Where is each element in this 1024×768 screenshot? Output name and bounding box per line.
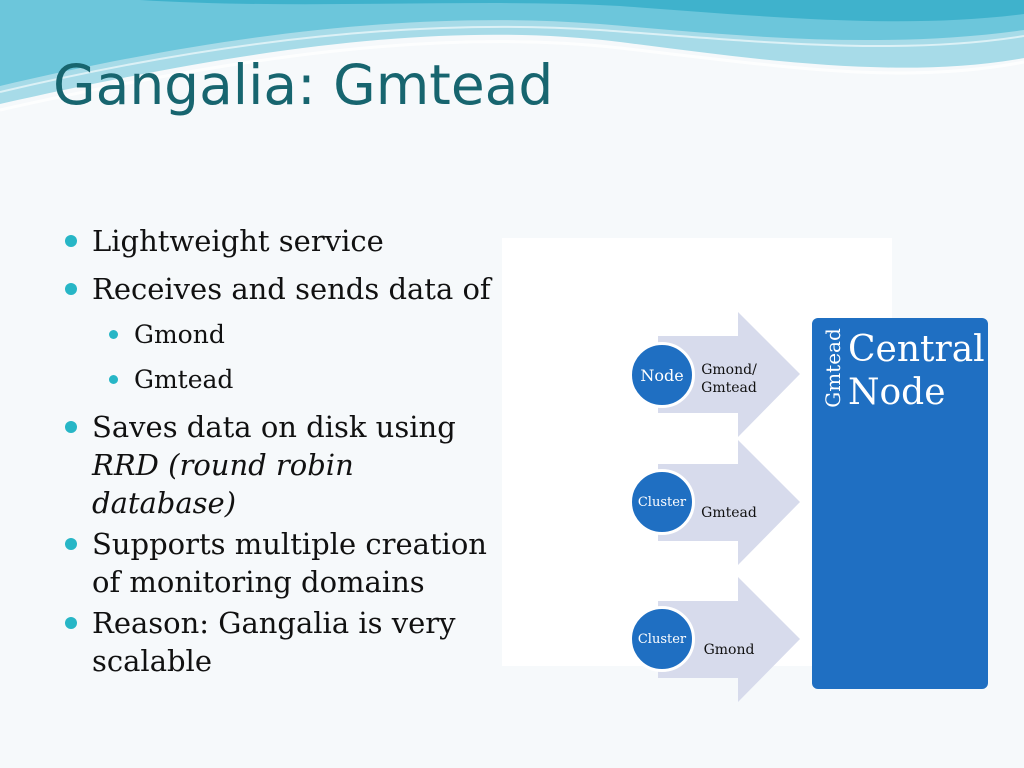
bullet-dot-icon <box>65 538 77 550</box>
arrow-shape <box>658 312 800 437</box>
central-node-box <box>812 318 988 689</box>
cluster-circle-label: Cluster <box>637 631 687 647</box>
arrow-label-line1: Gmtead <box>701 505 757 521</box>
arrow-label: Gmond <box>694 641 764 659</box>
bullet-text: Gmond <box>134 320 225 349</box>
bullet-item: Supports multiple creation of monitoring … <box>62 525 502 601</box>
bullet-text: Supports multiple creation <box>92 527 487 561</box>
bullet-item: Receives and sends data of <box>62 270 502 308</box>
slide-title: Gangalia: Gmtead <box>53 53 554 117</box>
bullet-text: Receives and sends data of <box>92 272 491 306</box>
arrow-shape <box>658 440 800 565</box>
sub-bullet-item: Gmond <box>62 318 502 352</box>
bullet-dot-icon <box>65 283 77 295</box>
bullet-text-italic: RRD (round robin database) <box>92 448 354 520</box>
node-circle-label: Node <box>640 365 684 385</box>
arrow-label-line2: Gmtead <box>701 380 757 396</box>
cluster-circle-label: Cluster <box>637 494 687 510</box>
arrow-label-line1: Gmond <box>703 642 755 658</box>
bullet-text-line2: of monitoring domains <box>92 565 425 599</box>
bullet-list: Lightweight service Receives and sends d… <box>62 222 502 690</box>
central-title-line2: Node <box>848 372 946 413</box>
cluster-circle: Cluster <box>629 469 695 535</box>
central-title-line1: Central <box>848 329 985 370</box>
sub-bullet-item: Gmtead <box>62 363 502 397</box>
bullet-text: Reason: Gangalia is very <box>92 606 456 640</box>
bullet-text: Saves data on disk using <box>92 410 456 444</box>
central-node-title: Central Node <box>848 328 988 414</box>
node-circle: Node <box>629 342 695 408</box>
header-wave-decoration <box>0 0 1024 112</box>
bullet-dot-icon <box>109 375 118 384</box>
bullet-item: Reason: Gangalia is very scalable <box>62 604 502 680</box>
bullet-text: Lightweight service <box>92 224 384 258</box>
arrow-shape <box>658 577 800 702</box>
bullet-dot-icon <box>65 235 77 247</box>
bullet-dot-icon <box>65 421 77 433</box>
bullet-text: Gmtead <box>134 365 234 394</box>
bullet-dot-icon <box>65 617 77 629</box>
bullet-item: Lightweight service <box>62 222 502 260</box>
central-side-label: Gmtead <box>821 328 846 408</box>
bullet-dot-icon <box>109 330 118 339</box>
bullet-text-line2: scalable <box>92 644 212 678</box>
arrow-label: Gmtead <box>694 504 764 522</box>
arrow-label: Gmond/ Gmtead <box>694 361 764 397</box>
arrow-label-line1: Gmond/ <box>701 362 757 378</box>
cluster-circle: Cluster <box>629 606 695 672</box>
